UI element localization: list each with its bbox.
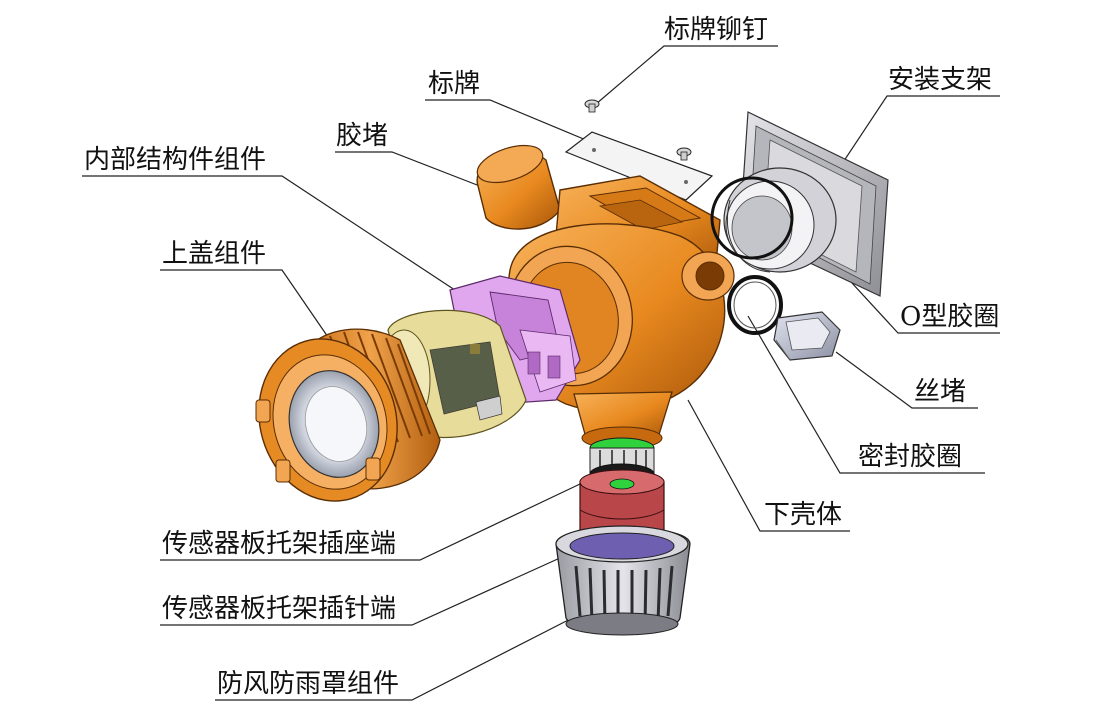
label-top-cover: 上盖组件	[162, 239, 266, 269]
rain-shield-assembly	[555, 525, 691, 636]
label-rain-shield: 防风防雨罩组件	[217, 669, 399, 699]
label-seal-ring: 密封胶圈	[858, 442, 962, 472]
label-internal-structure: 内部结构件组件	[84, 145, 266, 175]
leader-nameplate	[425, 99, 611, 151]
leader-rubber-plug	[335, 151, 491, 191]
mounting-bracket	[723, 111, 889, 297]
leader-internal-structure	[82, 175, 471, 301]
label-lower-housing: 下壳体	[764, 500, 842, 530]
top-cover-assembly	[255, 328, 441, 502]
leader-sensor-pin	[160, 547, 583, 626]
nameplate-rivets	[584, 99, 692, 161]
leader-rain-shield	[215, 613, 581, 701]
leader-lower-housing	[687, 399, 850, 532]
leader-nameplate-rivet	[595, 45, 778, 105]
leader-seal-ring	[747, 315, 985, 474]
label-screw-plug: 丝堵	[914, 377, 966, 407]
label-rubber-plug: 胶堵	[336, 121, 388, 151]
label-nameplate: 标牌	[428, 69, 480, 99]
screw-plug	[773, 311, 841, 361]
label-sensor-socket: 传感器板托架插座端	[162, 529, 396, 559]
label-mounting-bracket: 安装支架	[888, 65, 992, 95]
label-nameplate-rivet: 标牌铆钉	[664, 15, 768, 45]
leader-lines	[82, 45, 1000, 701]
label-sensor-pin: 传感器板托架插针端	[162, 594, 396, 624]
label-o-ring: O型胶圈	[900, 302, 999, 332]
internal-structure-assembly	[449, 275, 581, 405]
o-ring	[710, 176, 794, 335]
leader-screw-plug	[835, 351, 978, 409]
callout-labels: 标牌铆钉 标牌 胶堵 内部结构件组件 上盖组件 安装支架 O型胶圈 丝堵 密封胶…	[84, 15, 999, 699]
leader-o-ring	[839, 269, 1000, 334]
leader-sensor-socket	[160, 483, 581, 561]
leader-top-cover	[160, 269, 331, 341]
